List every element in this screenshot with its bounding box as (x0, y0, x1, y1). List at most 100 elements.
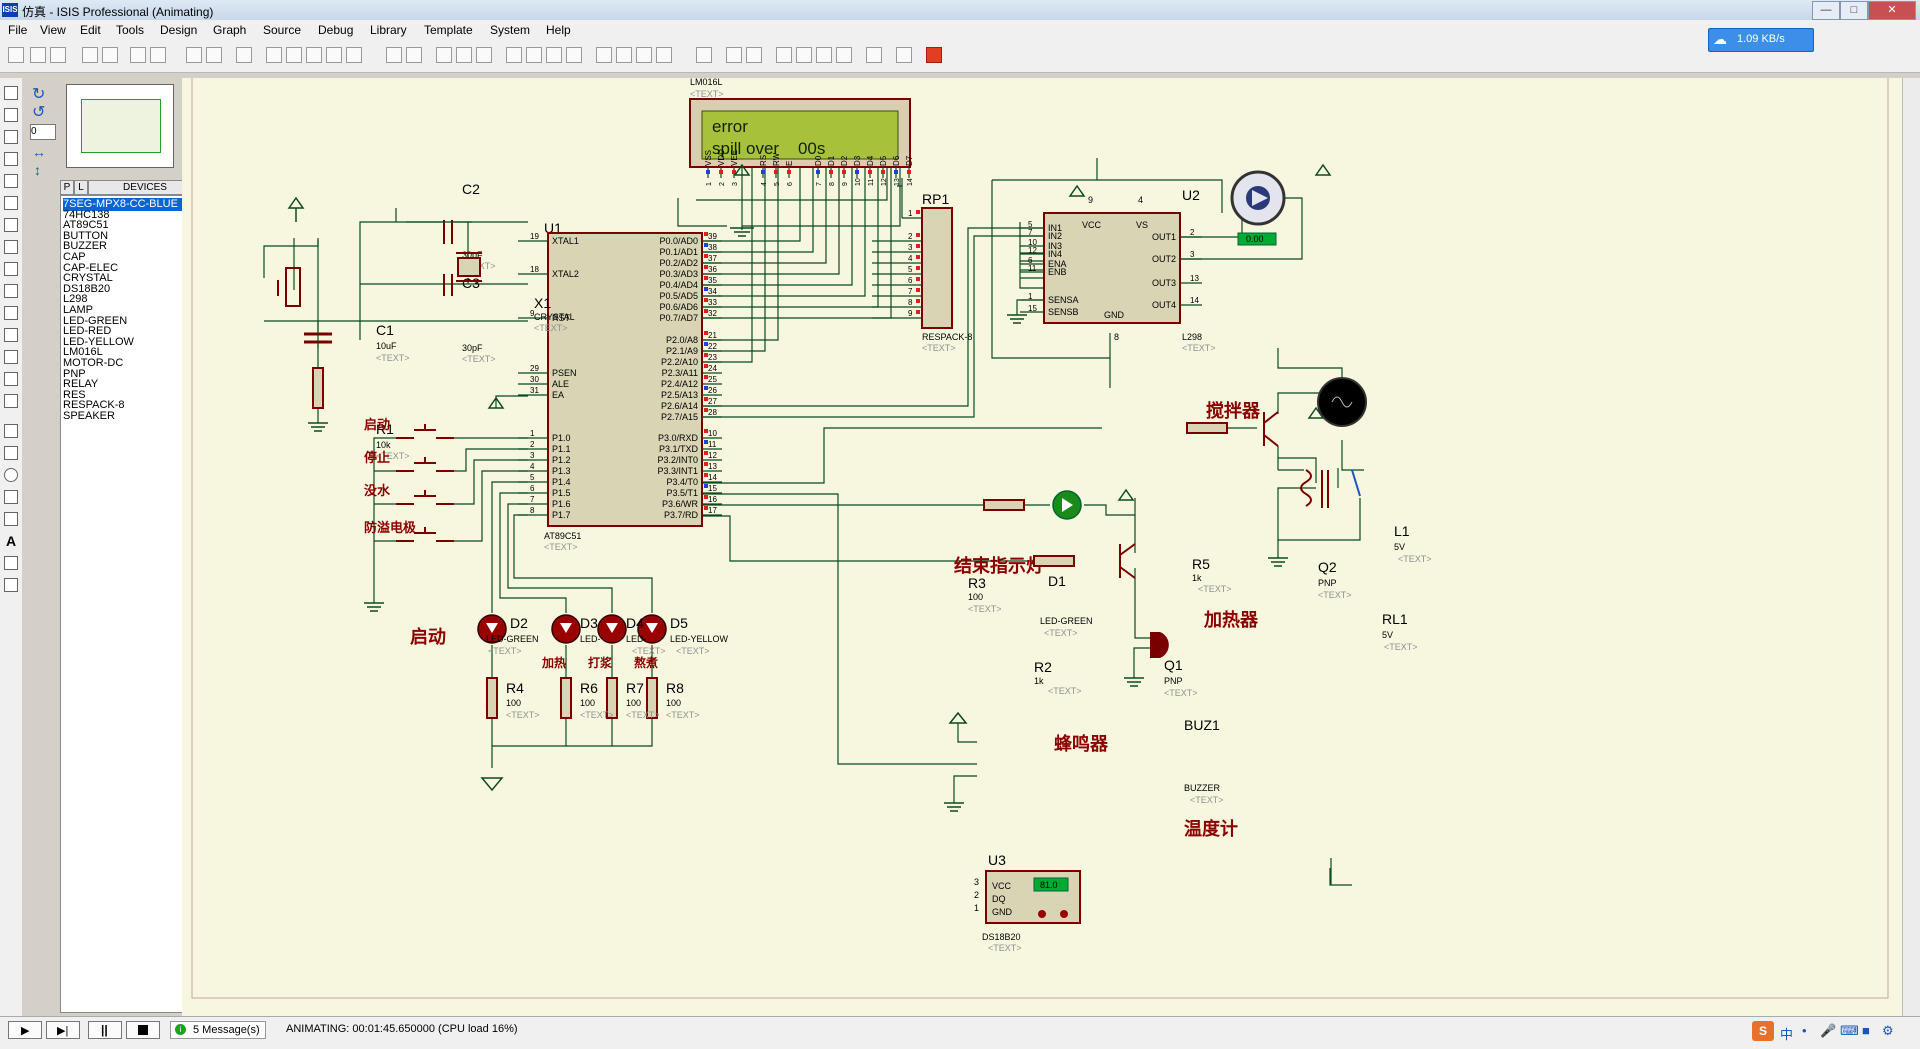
device-list-item[interactable]: LAMP (63, 304, 93, 316)
device-list-item[interactable]: LED-RED (63, 325, 112, 338)
block-copy-icon[interactable] (506, 47, 522, 63)
new-file-icon[interactable] (8, 47, 24, 63)
make-device-icon[interactable] (616, 47, 632, 63)
save-file-icon[interactable] (50, 47, 66, 63)
punctuation-icon[interactable]: • (1802, 1023, 1807, 1038)
pick-device-icon[interactable] (596, 47, 612, 63)
new-sheet-icon[interactable] (776, 47, 792, 63)
menu-source[interactable]: Source (263, 23, 302, 37)
electrical-rule-check-icon[interactable] (866, 47, 882, 63)
marker-icon[interactable] (4, 578, 18, 592)
undo-icon[interactable] (386, 47, 402, 63)
selection-mode-icon[interactable] (4, 86, 18, 100)
box-icon[interactable] (4, 446, 18, 460)
menu-library[interactable]: Library (370, 23, 407, 37)
lcd-module[interactable]: LM016L <TEXT> error spill over 00s (689, 78, 911, 168)
bus-icon[interactable] (4, 196, 18, 210)
menu-graph[interactable]: Graph (213, 23, 247, 37)
menu-file[interactable]: File (8, 23, 28, 37)
zoom-all-icon[interactable] (326, 47, 342, 63)
tape-recorder-icon[interactable] (4, 306, 18, 320)
chinese-mode-icon[interactable]: 中 (1780, 1027, 1794, 1042)
pan-icon[interactable] (266, 47, 282, 63)
component-mode-icon[interactable] (4, 108, 18, 122)
circle-icon[interactable] (4, 468, 18, 482)
zoom-out-icon[interactable] (306, 47, 322, 63)
crystal-x1[interactable]: X1 CRYSTAL <TEXT> (456, 252, 575, 333)
subcircuit-icon[interactable] (4, 218, 18, 232)
menu-view[interactable]: View (40, 23, 66, 37)
graph-mode-icon[interactable] (4, 284, 18, 298)
copy-icon[interactable] (456, 47, 472, 63)
text-script-icon[interactable] (4, 174, 18, 188)
cut-icon[interactable] (436, 47, 452, 63)
device-list-item[interactable]: DS18B20 (63, 282, 111, 295)
print-area-icon[interactable] (150, 47, 166, 63)
input-buttons[interactable]: 启动 停止 没水 防溢电极 (364, 417, 454, 542)
device-list-item[interactable]: CAP (63, 251, 86, 263)
bill-of-materials-icon[interactable] (836, 47, 852, 63)
device-list-item[interactable]: SPEAKER (63, 410, 115, 422)
paste-icon[interactable] (476, 47, 492, 63)
import-icon[interactable] (82, 47, 98, 63)
text-icon[interactable]: A (5, 533, 17, 549)
close-button[interactable]: ✕ (1868, 1, 1916, 20)
device-list-item[interactable]: 7SEG-MPX8-CC-BLUE (63, 198, 199, 211)
motor-driver-u2[interactable]: U2 VCC VS GND 9 4 8 L298 <TEXT> (1043, 187, 1216, 353)
generator-icon[interactable] (4, 328, 18, 342)
grid-icon[interactable] (206, 47, 222, 63)
property-tool-icon[interactable] (746, 47, 762, 63)
device-list-item[interactable]: CRYSTAL (63, 272, 113, 285)
zoom-area-icon[interactable] (346, 47, 362, 63)
rotate-anticlockwise-icon[interactable]: ↺ (32, 104, 46, 121)
export-icon[interactable] (102, 47, 118, 63)
menu-system[interactable]: System (490, 23, 531, 37)
temperature-sensor-u3[interactable]: 温度计 U3 VCC DQ GND 3 2 1 81.0 DS18B20 <TE… (974, 818, 1238, 953)
package-tool-icon[interactable] (636, 47, 652, 63)
redo-icon[interactable] (406, 47, 422, 63)
menu-template[interactable]: Template (424, 23, 473, 37)
menu-design[interactable]: Design (160, 23, 198, 37)
mirror-vertical-icon[interactable]: ↕ (34, 162, 41, 178)
rotate-clockwise-icon[interactable]: ↻ (32, 86, 46, 103)
open-file-icon[interactable] (30, 47, 46, 63)
menu-edit[interactable]: Edit (80, 23, 101, 37)
resistor-pack-rp1[interactable]: RP1 RESPACK-8 <TEXT> (921, 191, 972, 353)
current-probe-icon[interactable] (4, 372, 18, 386)
symbol-icon[interactable] (4, 556, 18, 570)
mirror-horizontal-icon[interactable]: ↔ (32, 144, 46, 160)
device-list-item[interactable]: BUZZER (63, 240, 107, 253)
virtual-instruments-icon[interactable] (4, 394, 18, 408)
voltage-probe-icon[interactable] (4, 350, 18, 364)
netlist-icon[interactable] (896, 47, 912, 63)
device-list-item[interactable]: RESPACK-8 (63, 399, 125, 412)
ares-icon[interactable] (926, 47, 942, 63)
device-list-item[interactable]: LED-YELLOW (63, 335, 134, 348)
search-icon[interactable] (726, 47, 742, 63)
block-rotate-icon[interactable] (546, 47, 562, 63)
device-list-item[interactable]: L298 (63, 293, 88, 306)
device-list-item[interactable]: BUTTON (63, 229, 109, 242)
menu-tools[interactable]: Tools (116, 23, 145, 37)
refresh-icon[interactable] (186, 47, 202, 63)
vertical-scrollbar[interactable] (1902, 78, 1920, 1016)
menu-debug[interactable]: Debug (318, 23, 354, 37)
tab-library[interactable]: L (74, 180, 88, 195)
step-button[interactable]: ▶| (46, 1021, 80, 1039)
capacitor-c2[interactable]: C2 30pF <TEXT> (406, 181, 496, 271)
led-resistors[interactable]: R4 R6 R7 R8 100 100 100 100 <TEXT> <TEXT… (486, 677, 700, 720)
cloud-speed-widget[interactable]: ☁ 1.09 KB/s (1708, 28, 1814, 52)
device-list-item[interactable]: LM016L (63, 346, 103, 359)
sogou-input-icon[interactable]: S (1752, 1021, 1774, 1041)
line-icon[interactable] (4, 424, 18, 438)
wire-label-icon[interactable] (4, 152, 18, 166)
microphone-icon[interactable]: 🎤 (1820, 1023, 1837, 1038)
end-indicator[interactable]: 结束指示灯 R3 100 <TEXT> D1 LED-GREEN <TEXT> (954, 490, 1093, 638)
wire-autorouter-icon[interactable] (696, 47, 712, 63)
zoom-in-icon[interactable] (286, 47, 302, 63)
heater-driver[interactable]: 加热器 R5 1k <TEXT> Q2 PNP <TEXT> L1 5V <TE… (1186, 377, 1432, 652)
device-list-item[interactable]: PNP (63, 367, 86, 380)
device-list-item[interactable]: MOTOR-DC (63, 357, 124, 369)
resistor-r1[interactable]: R1 10k <TEXT> (312, 367, 410, 461)
